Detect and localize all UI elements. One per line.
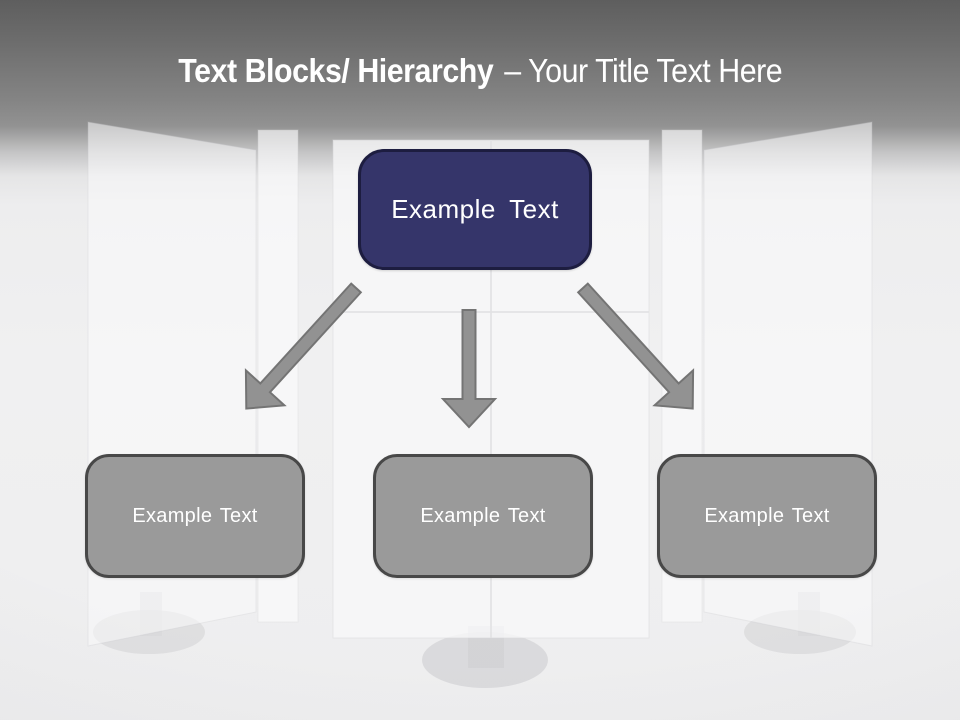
center-stand-base xyxy=(422,632,548,688)
left-stand-base xyxy=(93,610,205,654)
title-regular-part: – Your Title Text Here xyxy=(504,52,782,89)
child-node-3: Example Text xyxy=(657,454,877,578)
slide-title: Text Blocks/ Hierarchy – Your Title Text … xyxy=(0,50,960,92)
child-node-3-label: Example Text xyxy=(704,504,830,527)
root-node: Example Text xyxy=(358,149,592,270)
center-stand-pole xyxy=(468,626,504,668)
child-node-1: Example Text xyxy=(85,454,305,578)
arrow-down-icon xyxy=(440,309,498,429)
child-node-2: Example Text xyxy=(373,454,593,578)
left-stand-pole xyxy=(140,592,162,636)
root-node-label: Example Text xyxy=(391,194,559,224)
title-bold-part: Text Blocks/ Hierarchy xyxy=(178,52,494,89)
right-stand-pole xyxy=(798,592,820,636)
arrow-down-left-icon xyxy=(244,282,363,410)
child-node-2-label: Example Text xyxy=(420,504,546,527)
child-node-1-label: Example Text xyxy=(132,504,258,527)
arrow-down-right-icon xyxy=(576,282,695,410)
slide-title-text: Text Blocks/ Hierarchy – Your Title Text … xyxy=(178,50,782,92)
right-stand-base xyxy=(744,610,856,654)
